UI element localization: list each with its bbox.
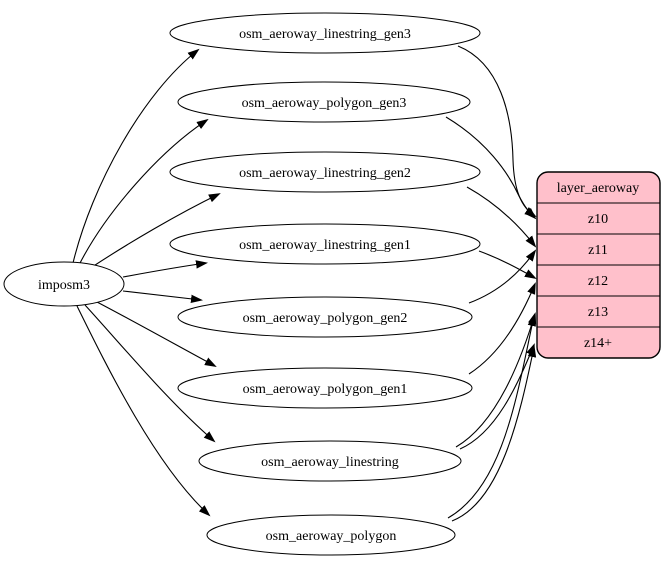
record-row-z11: z11 — [588, 243, 608, 258]
record-row-z10: z10 — [588, 212, 608, 227]
table-label: osm_aeroway_linestring — [261, 455, 399, 470]
node-imposm3: imposm3 — [3, 261, 125, 307]
edges-tables-to-record — [445, 45, 535, 522]
imposm3-ellipse — [3, 261, 125, 307]
table-label: osm_aeroway_linestring_gen1 — [239, 238, 411, 253]
edge-osm-aeroway-polygon-gen3-to-z10 — [445, 116, 535, 218]
edge-imposm3-to-osm-aeroway-polygon-gen2 — [122, 290, 201, 300]
layer-aeroway-title: layer_aeroway — [557, 181, 639, 196]
edge-osm-aeroway-linestring-gen1-to-z12 — [478, 250, 535, 278]
table-ellipse — [206, 514, 456, 556]
edge-osm-aeroway-linestring-to-z13 — [455, 314, 535, 448]
table-label: osm_aeroway_linestring_gen2 — [239, 166, 411, 181]
table-label: osm_aeroway_polygon — [266, 529, 397, 544]
edge-imposm3-to-osm-aeroway-linestring-gen1 — [122, 263, 206, 278]
edges-source-to-tables — [72, 50, 219, 515]
edge-osm-aeroway-polygon-gen2-to-z11 — [468, 251, 535, 304]
node-osm-aeroway-linestring-gen3: osm_aeroway_linestring_gen3 — [169, 12, 481, 54]
edge-osm-aeroway-polygon-to-z14 — [451, 347, 534, 522]
table-label: osm_aeroway_polygon_gen3 — [242, 96, 407, 111]
record-row-z12: z12 — [588, 274, 608, 289]
table-ellipse — [169, 223, 481, 265]
table-ellipse — [177, 81, 471, 123]
record-row-z13: z13 — [588, 305, 608, 320]
edge-imposm3-to-osm-aeroway-polygon — [76, 305, 209, 515]
edge-imposm3-to-osm-aeroway-linestring — [84, 304, 214, 441]
imposm3-label: imposm3 — [38, 278, 90, 293]
record-row-z14: z14+ — [584, 336, 612, 351]
node-osm-aeroway-polygon: osm_aeroway_polygon — [206, 514, 456, 556]
edge-osm-aeroway-linestring-to-z14 — [459, 345, 534, 450]
node-osm-aeroway-linestring-gen1: osm_aeroway_linestring_gen1 — [169, 223, 481, 265]
node-osm-aeroway-polygon-gen2: osm_aeroway_polygon_gen2 — [177, 296, 473, 338]
node-osm-aeroway-linestring: osm_aeroway_linestring — [198, 440, 462, 482]
node-osm-aeroway-polygon-gen1: osm_aeroway_polygon_gen1 — [177, 367, 473, 409]
table-label: osm_aeroway_polygon_gen2 — [243, 311, 408, 326]
edge-osm-aeroway-polygon-to-z13 — [447, 316, 534, 519]
edge-osm-aeroway-linestring-gen3-to-z10 — [457, 45, 535, 216]
table-ellipse — [169, 151, 481, 193]
edge-imposm3-to-osm-aeroway-polygon-gen3 — [78, 120, 207, 266]
table-ellipse — [169, 12, 481, 54]
node-osm-aeroway-linestring-gen2: osm_aeroway_linestring_gen2 — [169, 151, 481, 193]
node-osm-aeroway-polygon-gen3: osm_aeroway_polygon_gen3 — [177, 81, 471, 123]
table-label: osm_aeroway_linestring_gen3 — [239, 27, 411, 42]
edge-imposm3-to-osm-aeroway-linestring-gen3 — [72, 50, 198, 264]
edge-osm-aeroway-polygon-gen1-to-z12 — [468, 284, 535, 375]
table-label: osm_aeroway_polygon_gen1 — [243, 382, 408, 397]
edge-osm-aeroway-linestring-gen2-to-z11 — [466, 186, 535, 246]
edge-imposm3-to-osm-aeroway-linestring-gen2 — [88, 194, 219, 270]
table-ellipse — [177, 296, 473, 338]
node-layer-aeroway: layer_aeroway z10 z11 z12 z13 z14+ — [536, 171, 661, 359]
table-ellipse — [198, 440, 462, 482]
edge-imposm3-to-osm-aeroway-polygon-gen1 — [96, 301, 215, 366]
table-ellipse — [177, 367, 473, 409]
